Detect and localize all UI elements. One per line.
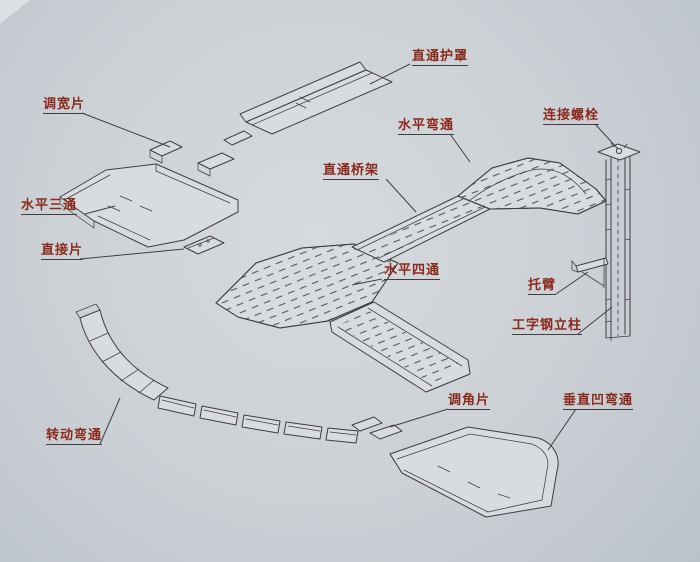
- part-angle-adjust: [351, 416, 403, 440]
- label-vertical-concave-bend: 垂直凹弯通: [563, 392, 634, 411]
- part-chain-segments: [157, 395, 359, 444]
- part-straight-tray: [351, 195, 491, 263]
- part-horizontal-bend: [457, 157, 607, 215]
- label-bracket-arm: 托臂: [528, 277, 557, 296]
- label-connect-bolt: 连接螺栓: [543, 107, 600, 126]
- part-vertical-concave-bend: [389, 426, 559, 518]
- part-bracket-arm: [571, 257, 609, 289]
- label-direct-piece: 直接片: [41, 242, 84, 261]
- part-cover: [223, 61, 393, 146]
- label-angle-adjust: 调角片: [448, 392, 491, 411]
- part-connect-bolt: [597, 142, 641, 161]
- label-ibeam-column: 工字钢立柱: [512, 317, 583, 336]
- leader-lines: [79, 63, 619, 451]
- part-width-adjust: [149, 140, 235, 177]
- part-horizontal-cross: [215, 243, 399, 329]
- part-rotating-bend: [75, 303, 169, 401]
- label-horizontal-bend: 水平弯通: [398, 117, 455, 136]
- part-direct-piece: [183, 235, 225, 255]
- label-horizontal-tee: 水平三通: [21, 197, 78, 216]
- label-cover: 直通护罩: [412, 48, 469, 67]
- part-ibeam-column: [605, 151, 631, 341]
- paper-corner: [0, 0, 30, 24]
- label-width-adjust: 调宽片: [43, 96, 86, 115]
- label-horizontal-cross: 水平四通: [384, 262, 441, 281]
- label-straight-tray: 直通桥架: [323, 162, 380, 181]
- part-down-tray: [329, 301, 471, 393]
- label-rotating-bend: 转动弯通: [46, 427, 103, 446]
- part-horizontal-tee: [59, 163, 239, 248]
